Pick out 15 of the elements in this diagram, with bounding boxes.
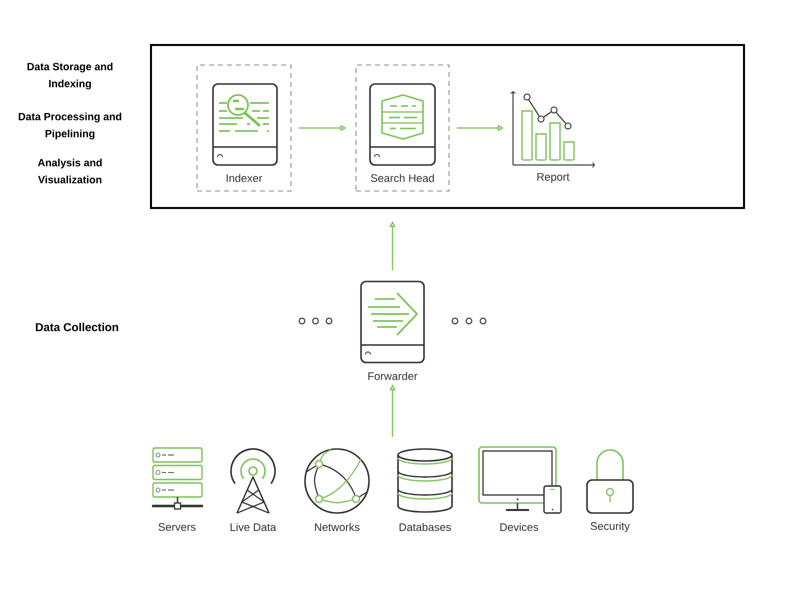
server-box: Forwarder (360, 280, 425, 380)
icon-caption: Security (590, 522, 630, 532)
section-label: Data Processing and Pipelining (18, 112, 122, 140)
icon-caption: Networks (315, 522, 360, 532)
dashed-box: Search Head (355, 64, 450, 192)
frame-box (150, 44, 745, 209)
section-label: Data Storage and Indexing (28, 62, 112, 90)
icon-caption: Live Data (230, 522, 276, 532)
section-label: Analysis and Visualization (38, 158, 102, 184)
icon-caption: Databases (400, 522, 451, 532)
icon-caption: Devices (500, 522, 538, 532)
section-label: Data Collection (36, 322, 118, 332)
dashed-box: Indexer (196, 64, 292, 192)
node-label: Report (537, 173, 570, 183)
icon-caption: Servers (158, 523, 196, 531)
